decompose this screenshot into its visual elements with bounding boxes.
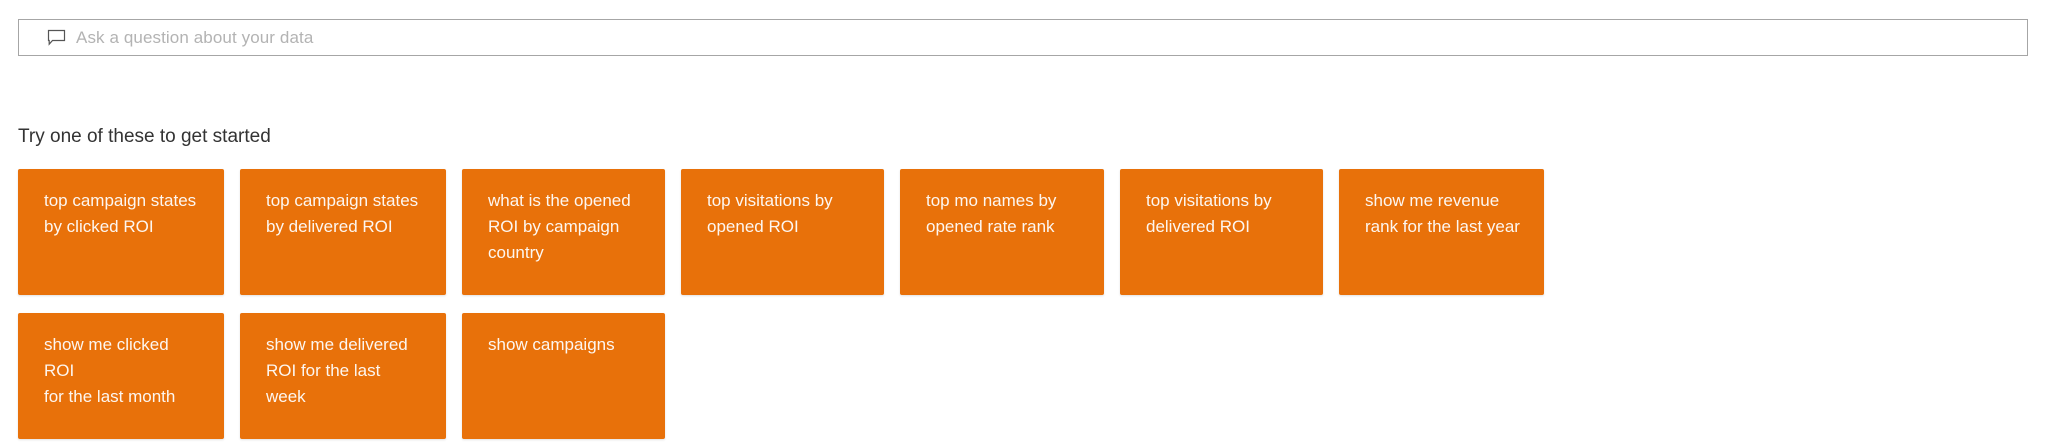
suggestion-card[interactable]: top mo names by opened rate rank [900, 169, 1104, 295]
ask-question-bar[interactable]: Ask a question about your data [18, 19, 2028, 56]
ask-question-placeholder: Ask a question about your data [76, 28, 314, 47]
page-title: Try one of these to get started [18, 126, 271, 147]
suggestion-card[interactable]: show me clicked ROI for the last month [18, 313, 224, 439]
suggestion-card[interactable]: top visitations by delivered ROI [1120, 169, 1323, 295]
suggestion-card[interactable]: top campaign states by delivered ROI [240, 169, 446, 295]
chat-bubble-icon [47, 28, 66, 47]
suggestion-card[interactable]: what is the opened ROI by campaign count… [462, 169, 665, 295]
suggestion-card[interactable]: show me delivered ROI for the last week [240, 313, 446, 439]
suggestion-card[interactable]: top visitations by opened ROI [681, 169, 884, 295]
suggestion-card[interactable]: show campaigns [462, 313, 665, 439]
suggestion-card[interactable]: show me revenue rank for the last year [1339, 169, 1544, 295]
suggestion-card[interactable]: top campaign states by clicked ROI [18, 169, 224, 295]
